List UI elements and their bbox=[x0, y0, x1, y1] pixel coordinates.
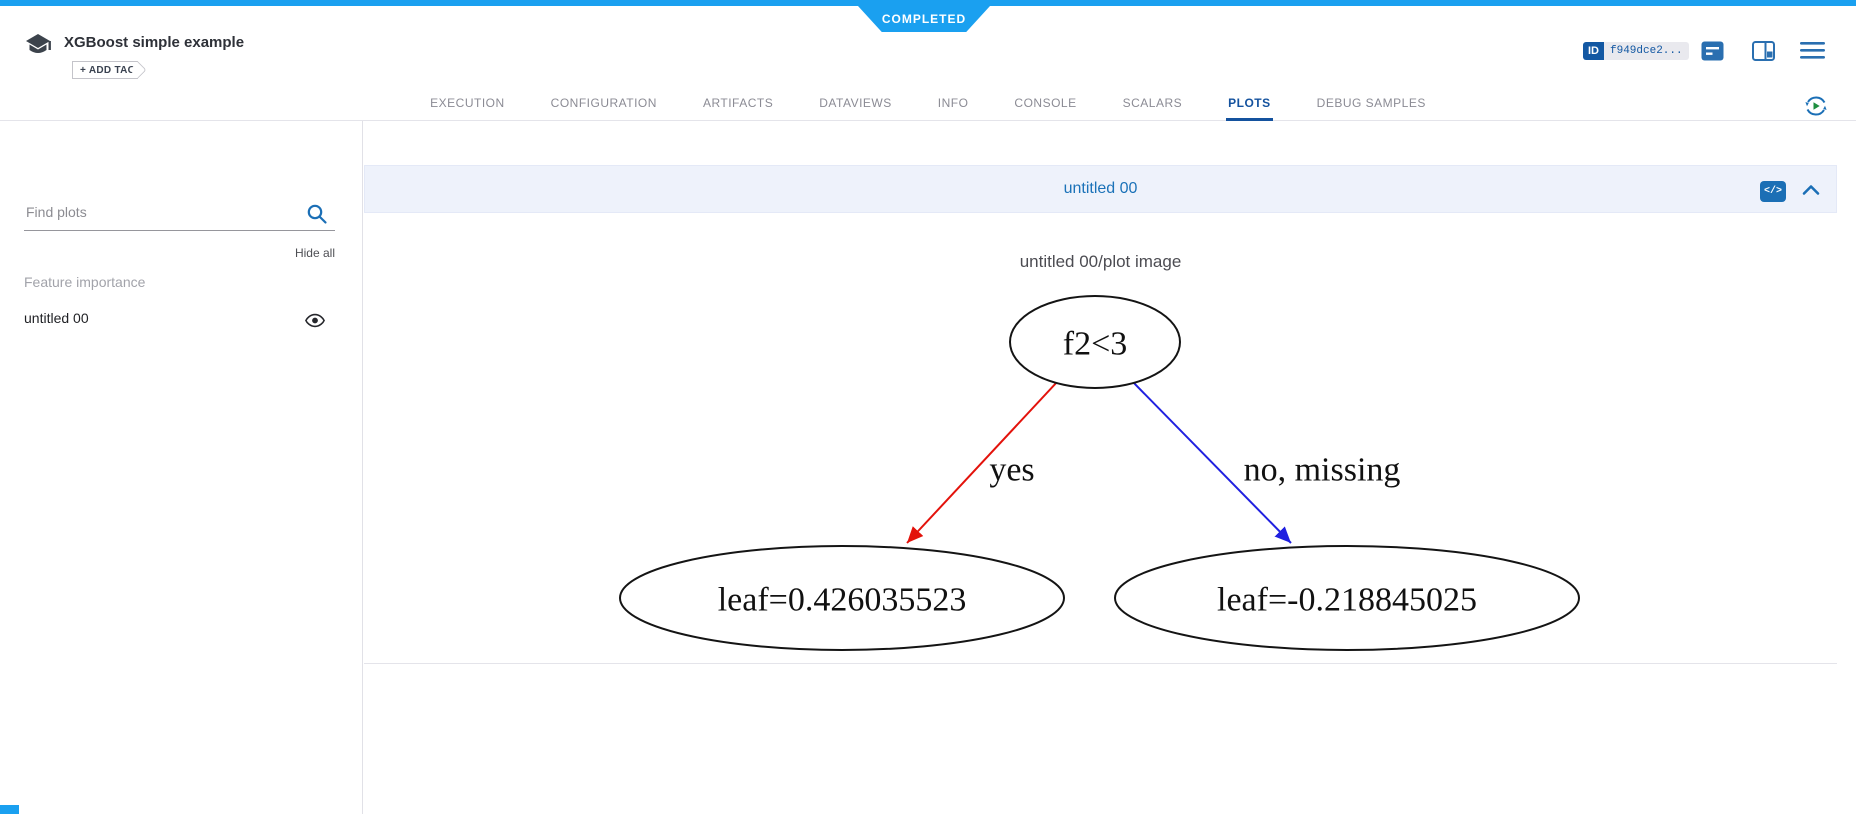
tree-leaf-right-node bbox=[1114, 545, 1580, 651]
tree-root-label: f2<3 bbox=[1063, 326, 1128, 363]
tree-edge-yes bbox=[906, 380, 1059, 544]
plot-section-label: Feature importance bbox=[24, 274, 146, 290]
tree-root-node bbox=[1009, 295, 1181, 389]
panel-bottom-divider bbox=[364, 663, 1837, 664]
sidebar-item-untitled-00[interactable]: untitled 00 bbox=[24, 310, 335, 332]
chevron-up-icon[interactable] bbox=[1801, 182, 1821, 198]
top-accent-bar bbox=[0, 0, 1856, 6]
id-value: f949dce2... bbox=[1604, 42, 1689, 60]
tree-leaf-left-node bbox=[619, 545, 1065, 651]
tab-console[interactable]: CONSOLE bbox=[1014, 96, 1077, 110]
id-label: ID bbox=[1583, 42, 1604, 60]
search-input[interactable] bbox=[24, 196, 308, 228]
plot-item-label: untitled 00 bbox=[24, 310, 89, 326]
hide-all-link[interactable]: Hide all bbox=[294, 246, 335, 260]
tab-artifacts[interactable]: ARTIFACTS bbox=[702, 96, 774, 110]
menu-icon[interactable] bbox=[1800, 41, 1825, 60]
tree-edge-no-missing-label: no, missing bbox=[1244, 452, 1401, 489]
experiment-title: XGBoost simple example bbox=[64, 34, 245, 51]
tab-debug-samples[interactable]: DEBUG SAMPLES bbox=[1316, 96, 1426, 110]
experiment-id-badge[interactable]: ID f949dce2... bbox=[1583, 42, 1689, 60]
tab-execution[interactable]: EXECUTION bbox=[430, 96, 505, 110]
search-underline bbox=[24, 230, 335, 231]
bottom-left-accent bbox=[0, 805, 19, 814]
app-logo-icon bbox=[26, 34, 51, 53]
tab-scalars[interactable]: SCALARS bbox=[1122, 96, 1183, 110]
tree-edge-no-missing bbox=[1129, 378, 1292, 544]
tab-bar: EXECUTION CONFIGURATION ARTIFACTS DATAVI… bbox=[0, 88, 1856, 121]
status-badge: COMPLETED bbox=[858, 6, 990, 32]
auto-refresh-icon[interactable] bbox=[1803, 93, 1829, 119]
tree-leaf-left-label: leaf=0.426035523 bbox=[718, 582, 967, 619]
plot-panel-header[interactable]: untitled 00 bbox=[364, 165, 1837, 213]
plots-sidebar bbox=[0, 121, 363, 814]
plot-image-title: untitled 00/plot image bbox=[1019, 252, 1182, 271]
tab-plots[interactable]: PLOTS bbox=[1226, 88, 1273, 121]
add-tag-button[interactable]: + ADD TAG bbox=[72, 61, 147, 80]
visibility-eye-icon[interactable] bbox=[305, 313, 325, 328]
tabbar-divider bbox=[0, 120, 1856, 121]
compare-columns-icon[interactable] bbox=[1752, 41, 1775, 61]
view-source-icon[interactable]: </> bbox=[1760, 181, 1786, 202]
plot-panel-title[interactable]: untitled 00 bbox=[1063, 180, 1138, 197]
add-tag-label: + ADD TAG bbox=[80, 64, 136, 76]
notes-icon[interactable] bbox=[1701, 41, 1724, 61]
tree-edge-yes-label: yes bbox=[989, 452, 1034, 489]
search-icon[interactable] bbox=[306, 203, 328, 225]
tab-configuration[interactable]: CONFIGURATION bbox=[550, 96, 657, 110]
tab-dataviews[interactable]: DATAVIEWS bbox=[819, 96, 892, 110]
tree-leaf-right-label: leaf=-0.218845025 bbox=[1217, 582, 1477, 619]
tab-info[interactable]: INFO bbox=[937, 96, 969, 110]
decision-tree-plot: f2<3 yes no, missing leaf=0.426035523 le… bbox=[619, 295, 1580, 651]
